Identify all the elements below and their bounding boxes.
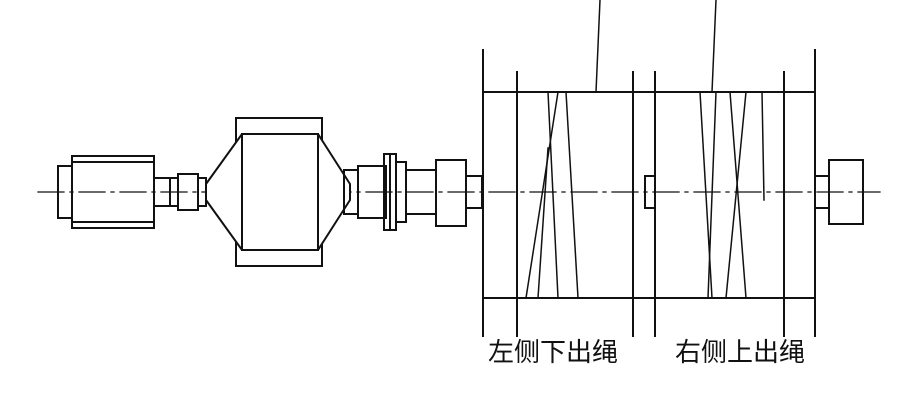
motor bbox=[57, 155, 171, 229]
right-bearing bbox=[814, 159, 864, 225]
reducer bbox=[205, 117, 351, 267]
left-drum-label: 左侧下出绳 bbox=[488, 338, 619, 368]
right-drum-label: 右侧上出绳 bbox=[675, 338, 806, 368]
left-drum-ropes bbox=[525, 0, 601, 299]
drum-frame bbox=[482, 49, 816, 337]
right-drum-ropes bbox=[699, 0, 765, 299]
left-bearing bbox=[435, 159, 483, 227]
